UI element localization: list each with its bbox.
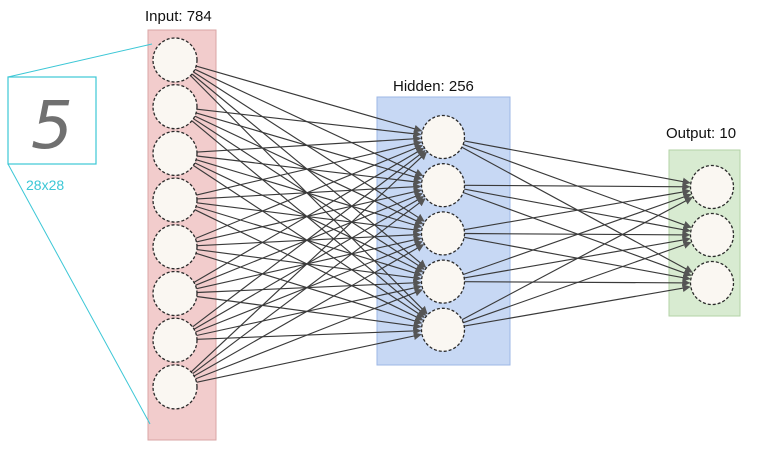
input-neuron-6 bbox=[152, 317, 198, 363]
connections bbox=[190, 65, 693, 383]
edge-input-3-to-hidden-2 bbox=[196, 202, 422, 234]
edge-input-1-to-hidden-3 bbox=[193, 118, 425, 270]
input-neuron-1 bbox=[152, 84, 198, 130]
edge-input-3-to-hidden-0 bbox=[196, 139, 422, 196]
input-neuron-4 bbox=[152, 224, 198, 270]
edge-hidden-4-to-output-0 bbox=[461, 196, 693, 321]
edge-input-2-to-hidden-3 bbox=[194, 162, 424, 273]
input-digit: 5 bbox=[31, 87, 73, 164]
output-neuron-0 bbox=[689, 164, 735, 210]
edge-input-4-to-hidden-3 bbox=[196, 249, 422, 282]
edge-input-1-to-hidden-2 bbox=[194, 115, 424, 225]
edge-input-0-to-hidden-2 bbox=[193, 71, 425, 222]
input-size-label: 28x28 bbox=[26, 177, 64, 193]
neurons bbox=[152, 37, 735, 410]
edge-input-2-to-hidden-1 bbox=[196, 155, 422, 186]
edge-input-6-to-hidden-4 bbox=[196, 326, 422, 340]
hidden-neuron-1 bbox=[420, 163, 466, 208]
edge-input-2-to-hidden-4 bbox=[193, 165, 425, 318]
input-image-frame bbox=[7, 76, 97, 165]
edge-input-7-to-hidden-1 bbox=[192, 198, 426, 375]
edge-hidden-4-to-output-1 bbox=[463, 241, 692, 324]
edge-hidden-2-to-output-0 bbox=[464, 188, 691, 231]
edge-input-7-to-hidden-0 bbox=[190, 151, 428, 373]
output-neuron-2 bbox=[689, 260, 735, 306]
edge-input-2-to-hidden-0 bbox=[196, 134, 422, 153]
edge-input-5-to-hidden-0 bbox=[193, 147, 425, 283]
edge-input-5-to-hidden-3 bbox=[196, 278, 422, 294]
edge-input-4-to-hidden-1 bbox=[196, 187, 422, 243]
input-neuron-2 bbox=[152, 130, 198, 177]
hidden-neuron-3 bbox=[420, 259, 466, 304]
edge-input-6-to-hidden-0 bbox=[192, 150, 426, 328]
edge-input-5-to-hidden-4 bbox=[196, 295, 422, 330]
edge-input-1-to-hidden-0 bbox=[196, 108, 422, 138]
edge-hidden-0-to-output-0 bbox=[463, 140, 691, 186]
output-neuron-1 bbox=[689, 212, 735, 258]
edge-input-1-to-hidden-4 bbox=[191, 120, 427, 316]
input-layer-label: Input: 784 bbox=[145, 8, 212, 25]
edge-input-7-to-hidden-4 bbox=[196, 332, 422, 383]
edge-input-3-to-hidden-1 bbox=[196, 182, 422, 200]
edge-input-4-to-hidden-4 bbox=[195, 252, 423, 325]
hidden-neuron-2 bbox=[420, 211, 466, 256]
edge-input-4-to-hidden-2 bbox=[196, 230, 422, 247]
output-layer-label: Output: 10 bbox=[666, 125, 736, 142]
hidden-neuron-0 bbox=[420, 114, 466, 160]
input-neuron-5 bbox=[152, 270, 198, 317]
edge-hidden-1-to-output-0 bbox=[464, 182, 691, 191]
edge-input-1-to-hidden-1 bbox=[195, 112, 423, 181]
edge-input-2-to-hidden-2 bbox=[195, 159, 423, 229]
edge-input-0-to-hidden-3 bbox=[191, 73, 427, 268]
edge-input-0-to-hidden-0 bbox=[195, 65, 423, 133]
edge-input-4-to-hidden-0 bbox=[195, 144, 423, 240]
edge-input-3-to-hidden-3 bbox=[195, 205, 423, 277]
edge-hidden-4-to-output-2 bbox=[464, 284, 691, 327]
hidden-layer-label: Hidden: 256 bbox=[393, 78, 474, 95]
input-neuron-0 bbox=[152, 37, 198, 83]
edge-input-0-to-hidden-1 bbox=[194, 68, 424, 177]
edge-hidden-3-to-output-0 bbox=[463, 193, 692, 276]
edge-input-3-to-hidden-4 bbox=[194, 209, 424, 321]
input-neuron-3 bbox=[152, 177, 198, 223]
hidden-neuron-4 bbox=[420, 307, 466, 352]
edge-input-7-to-hidden-2 bbox=[193, 244, 425, 377]
input-neuron-7 bbox=[152, 364, 198, 410]
projection-line-bottom bbox=[7, 163, 151, 425]
input-image: 5 28x28 bbox=[7, 43, 153, 425]
edge-input-7-to-hidden-3 bbox=[195, 288, 423, 380]
projection-line-top bbox=[7, 43, 153, 78]
